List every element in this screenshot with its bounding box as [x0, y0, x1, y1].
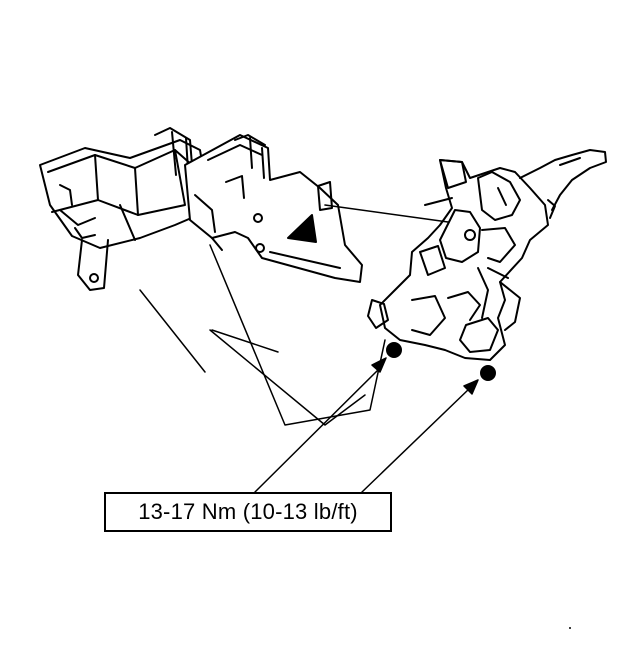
left-support-bracket — [39, 127, 211, 291]
steering-column-assembly — [367, 149, 607, 361]
torque-spec-callout: 13-17 Nm (10-13 lb/ft) — [104, 492, 392, 532]
mounting-nuts — [386, 342, 496, 381]
alignment-lines — [139, 204, 449, 426]
torque-leader-lines — [254, 357, 479, 493]
right-mounting-nut — [480, 365, 496, 381]
center-mounting-bracket — [184, 134, 363, 283]
torque-spec-label: 13-17 Nm (10-13 lb/ft) — [138, 499, 358, 524]
left-mounting-nut — [386, 342, 402, 358]
